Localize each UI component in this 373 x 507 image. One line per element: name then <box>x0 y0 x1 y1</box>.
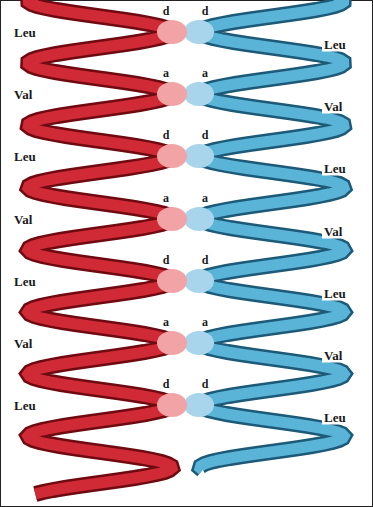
red-residue <box>157 331 187 355</box>
heptad-position: a <box>163 316 169 328</box>
heptad-position: d <box>163 5 170 17</box>
residue-name: Leu <box>12 274 38 289</box>
red-residue <box>157 207 187 231</box>
blue-residue <box>184 269 214 293</box>
residue-name: Leu <box>12 149 38 164</box>
heptad-position: d <box>202 378 209 390</box>
residue-name: Val <box>322 348 344 363</box>
red-helix-outline <box>28 0 172 494</box>
heptad-position: a <box>202 192 208 204</box>
residue-circles <box>157 20 214 417</box>
heptad-position: d <box>163 254 170 266</box>
residue-name: Leu <box>12 25 38 40</box>
heptad-position: a <box>163 192 169 204</box>
residue-name: Val <box>322 224 344 239</box>
heptad-position: d <box>202 129 209 141</box>
red-residue <box>157 20 187 44</box>
heptad-position: d <box>163 378 170 390</box>
residue-name: Val <box>12 336 34 351</box>
blue-residue <box>184 82 214 106</box>
red-residue <box>157 82 187 106</box>
red-residue <box>157 144 187 168</box>
blue-residue <box>184 331 214 355</box>
residue-name: Leu <box>12 398 38 413</box>
residue-name: Leu <box>322 37 348 52</box>
heptad-position: a <box>163 67 169 79</box>
blue-helix <box>200 0 344 470</box>
residue-name: Val <box>322 99 344 114</box>
residue-name: Val <box>12 212 34 227</box>
heptad-position: a <box>202 316 208 328</box>
red-residue <box>157 393 187 417</box>
residue-name: Leu <box>322 286 348 301</box>
residue-name: Leu <box>322 410 348 425</box>
heptad-position: a <box>202 67 208 79</box>
heptad-position: d <box>163 129 170 141</box>
residue-name: Val <box>12 87 34 102</box>
blue-residue <box>184 144 214 168</box>
residue-name: Leu <box>322 161 348 176</box>
blue-residue <box>184 393 214 417</box>
red-helix <box>28 0 172 494</box>
heptad-position: d <box>202 5 209 17</box>
blue-helix-outline <box>200 0 344 470</box>
blue-residue <box>184 20 214 44</box>
red-residue <box>157 269 187 293</box>
heptad-position: d <box>202 254 209 266</box>
blue-residue <box>184 207 214 231</box>
